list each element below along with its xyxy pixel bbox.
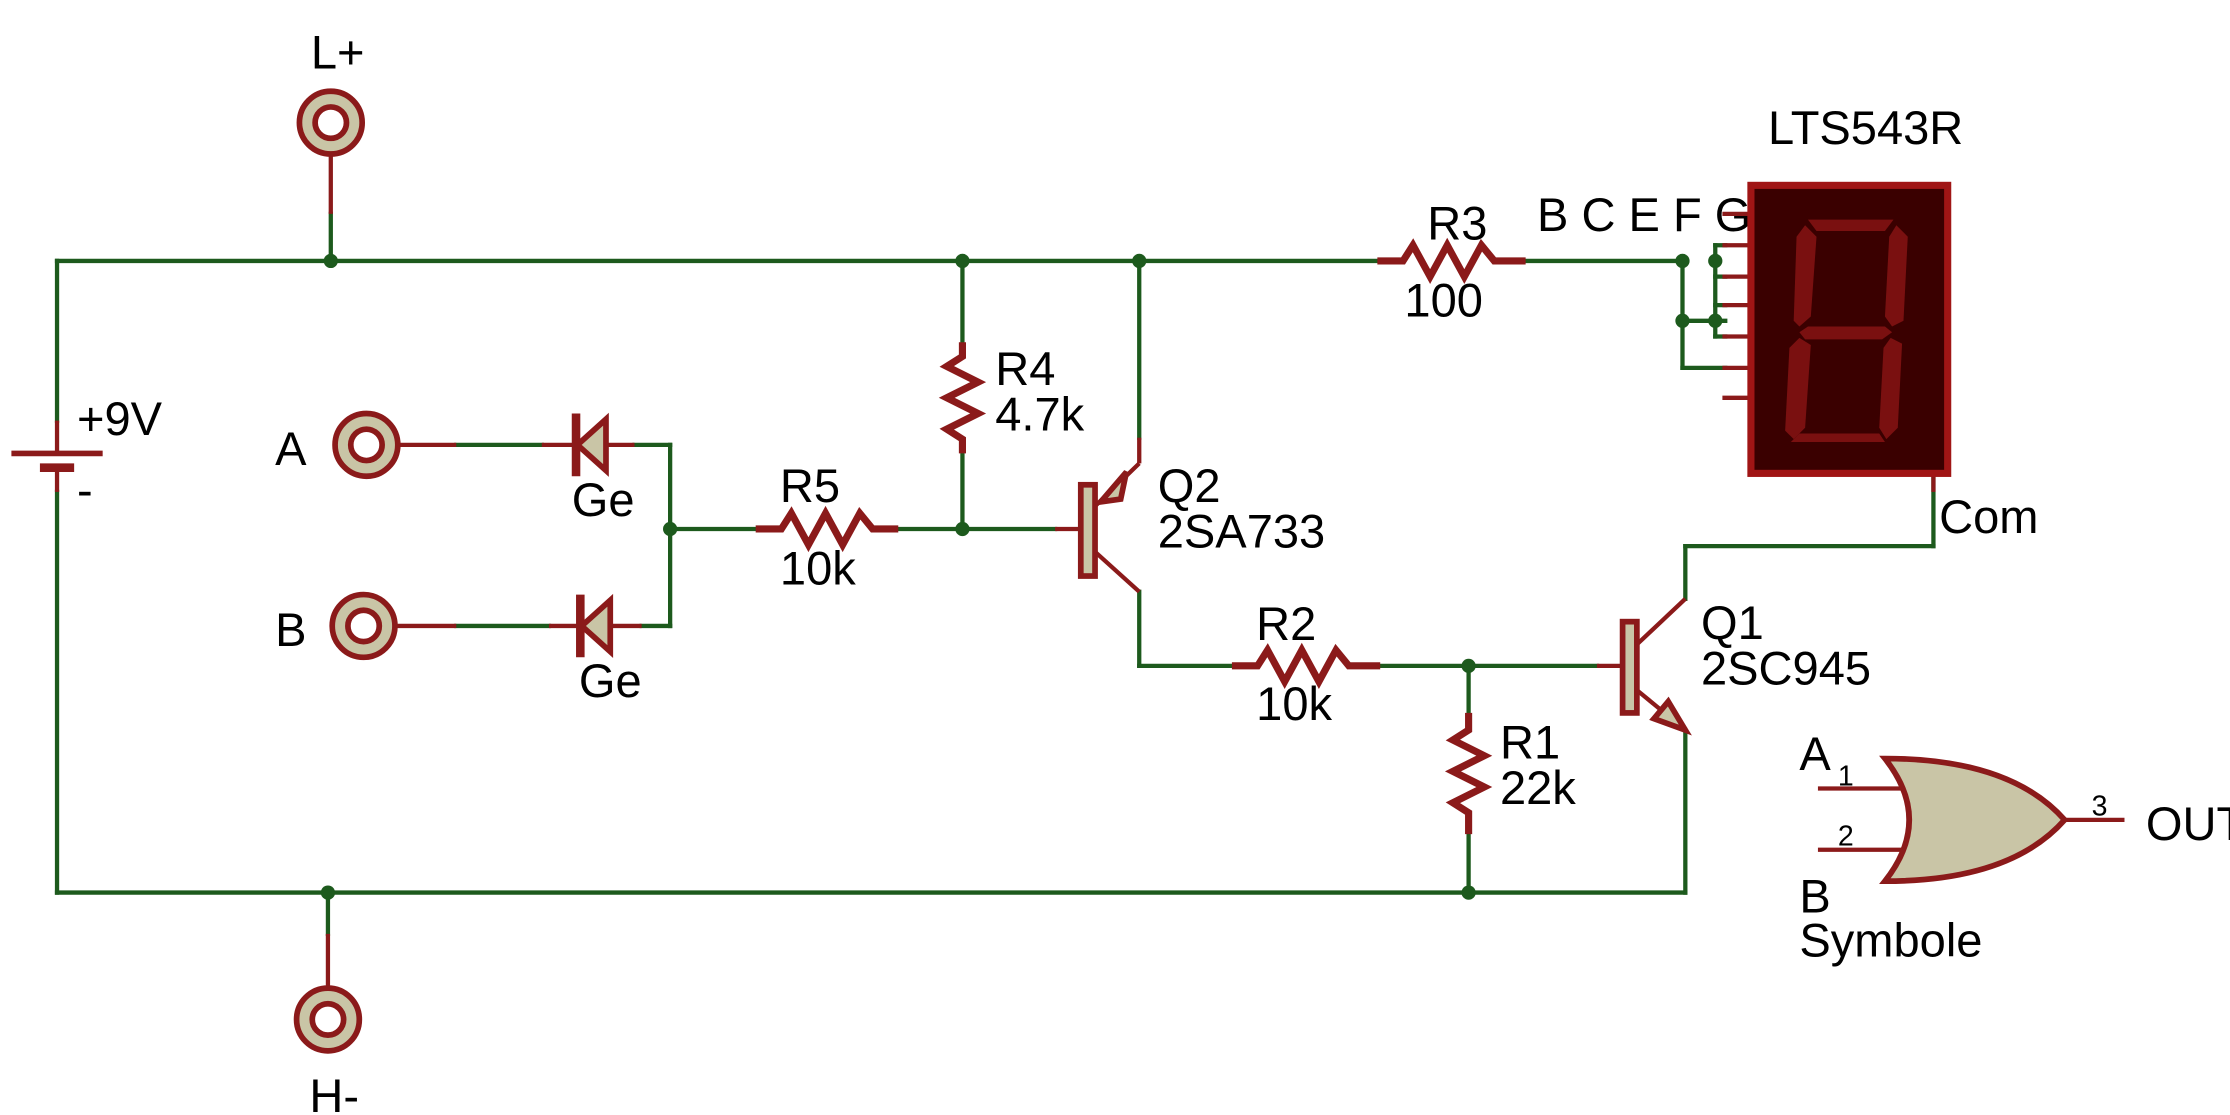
diode-d1-label: Ge [572, 473, 635, 526]
resistor-zigzag-icon [755, 505, 899, 553]
display-pins [1722, 211, 1936, 492]
junctions [320, 253, 1723, 900]
junction-dot [320, 885, 336, 900]
transistor-base-bar [1619, 618, 1640, 716]
transistor-arrow-icon [1093, 470, 1130, 506]
diode-d1: Ge [541, 412, 635, 526]
junction-dot [1708, 253, 1723, 269]
display-common-label: Com [1939, 490, 2038, 543]
battery: +9V - [11, 392, 163, 516]
transistor-q2-part: 2SA733 [1158, 505, 1325, 558]
resistor-zigzag-icon [1444, 712, 1493, 835]
resistor-r2: R2 10k [1231, 597, 1381, 730]
junction-dot [955, 521, 970, 537]
display-segments-label: B C E F G [1537, 188, 1751, 241]
resistor-r3: R3 100 [1377, 197, 1526, 327]
or-gate-body-icon [1879, 755, 2069, 885]
diode-d2-label: Ge [579, 654, 642, 707]
transistor-q1-name: Q1 [1701, 596, 1764, 649]
terminal-b: B [275, 591, 457, 661]
or-gate-input-a: A [1799, 727, 1831, 780]
diode-triangle-icon [573, 412, 609, 477]
or-gate-symbol: A 1 2 3 OUT B Symbole [1799, 727, 2230, 967]
display-segments [1785, 219, 1908, 443]
terminal-a-label: A [275, 422, 307, 475]
terminal-lplus: L+ [296, 25, 366, 214]
transistor-q2-name: Q2 [1158, 459, 1221, 512]
or-gate-caption: Symbole [1799, 914, 1982, 967]
or-gate-output: OUT [2146, 797, 2230, 850]
resistor-zigzag-icon [1231, 642, 1381, 689]
resistor-zigzag-icon [938, 342, 987, 454]
junction-dot [323, 253, 338, 269]
diode-d2: Ge [548, 593, 642, 707]
segment-b [1884, 225, 1908, 327]
resistor-r5: R5 10k [755, 459, 899, 595]
terminal-a: A [275, 410, 457, 480]
transistor-q1-part: 2SC945 [1701, 641, 1871, 694]
battery-negative-label: - [77, 463, 93, 516]
terminal-hminus-label: H- [309, 1069, 359, 1115]
resistor-zigzag-icon [1377, 237, 1526, 285]
resistor-r4-name: R4 [995, 342, 1055, 395]
segment-d [1790, 433, 1885, 443]
resistor-r5-name: R5 [780, 459, 840, 512]
junction-dot [1675, 313, 1690, 328]
or-gate-input-b: B [1799, 870, 1830, 923]
transistor-arrow-icon [1649, 696, 1692, 736]
junction-dot [1675, 253, 1690, 269]
segment-a [1807, 219, 1894, 231]
transistor-q1: Q1 2SC945 [1596, 596, 1871, 736]
resistor-r1-value: 22k [1500, 761, 1576, 814]
battery-voltage-label: +9V [77, 392, 163, 445]
transistor-base-bar [1077, 481, 1098, 579]
resistor-r5-value: 10k [780, 542, 856, 595]
or-gate-pin2: 2 [1838, 821, 1854, 853]
junction-dot [1708, 313, 1723, 328]
terminal-b-label: B [275, 603, 306, 656]
segment-e [1785, 337, 1811, 440]
junction-dot [1461, 885, 1476, 900]
resistor-r2-value: 10k [1256, 677, 1332, 730]
terminal-lplus-label: L+ [311, 25, 365, 78]
segment-g [1799, 326, 1893, 340]
junction-dot [1132, 253, 1147, 269]
diode-triangle-icon [577, 593, 614, 659]
resistor-r4: R4 4.7k [938, 342, 1085, 454]
or-gate-pin3: 3 [2092, 791, 2108, 823]
or-gate-pin1: 1 [1838, 761, 1854, 793]
junction-dot [1461, 658, 1476, 673]
resistor-r2-name: R2 [1256, 597, 1316, 650]
seven-segment-display: LTS543R B C E F G Com [1537, 101, 2038, 543]
resistor-r4-value: 4.7k [995, 388, 1084, 441]
resistor-r1: R1 22k [1444, 712, 1576, 835]
terminal-hminus: H- [293, 933, 363, 1115]
resistor-r1-name: R1 [1500, 716, 1560, 769]
transistor-q2: Q2 2SA733 [1055, 437, 1325, 594]
wires [54, 211, 1936, 937]
segment-c [1879, 337, 1903, 440]
display-part-label: LTS543R [1768, 101, 1963, 154]
resistor-r3-value: 100 [1404, 274, 1483, 327]
resistor-r3-name: R3 [1427, 197, 1487, 250]
junction-dot [663, 521, 678, 537]
segment-f [1793, 225, 1817, 327]
junction-dot [955, 253, 970, 269]
